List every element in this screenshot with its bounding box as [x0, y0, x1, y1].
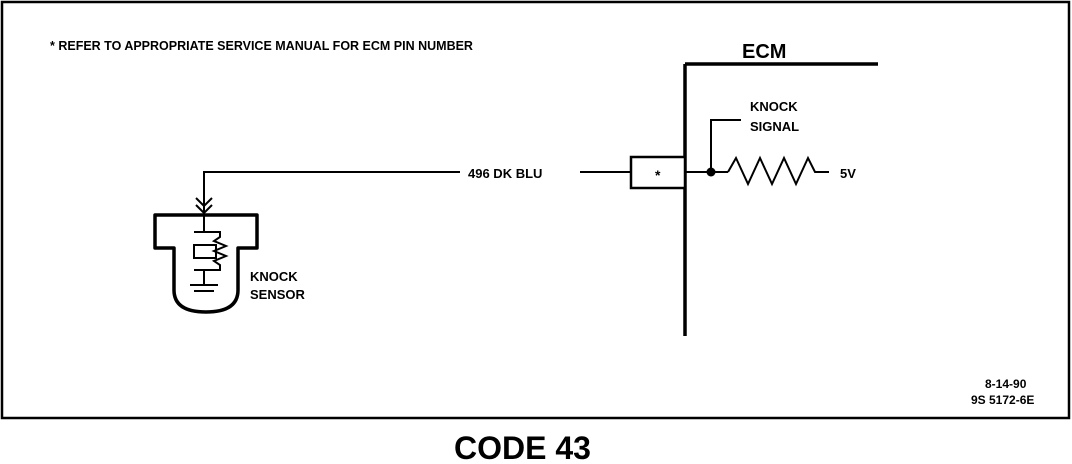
voltage-label: 5V	[840, 166, 856, 181]
signal-wire-left	[203, 171, 460, 212]
service-manual-note: * REFER TO APPROPRIATE SERVICE MANUAL FO…	[50, 39, 473, 53]
knock-sensor-icon	[153, 197, 259, 314]
ecm-label: ECM	[742, 41, 786, 63]
knock-sensor-label-line2: SENSOR	[250, 287, 306, 302]
ecm-outline	[683, 62, 878, 336]
knock-sensor-label-line1: KNOCK	[250, 269, 298, 284]
wire-color-label: 496 DK BLU	[468, 166, 542, 181]
date-code: 8-14-90	[985, 377, 1027, 391]
pullup-resistor-icon	[727, 155, 829, 187]
pin-marker: *	[655, 167, 661, 183]
knock-signal-label-line1: KNOCK	[750, 99, 798, 114]
knock-signal-label-line2: SIGNAL	[750, 119, 799, 134]
figure-caption: CODE 43	[454, 430, 591, 464]
knock-signal-leader	[710, 119, 741, 172]
junction-dot	[706, 167, 716, 177]
figure-code: 9S 5172-6E	[971, 393, 1034, 407]
diagram-frame	[0, 0, 1071, 420]
